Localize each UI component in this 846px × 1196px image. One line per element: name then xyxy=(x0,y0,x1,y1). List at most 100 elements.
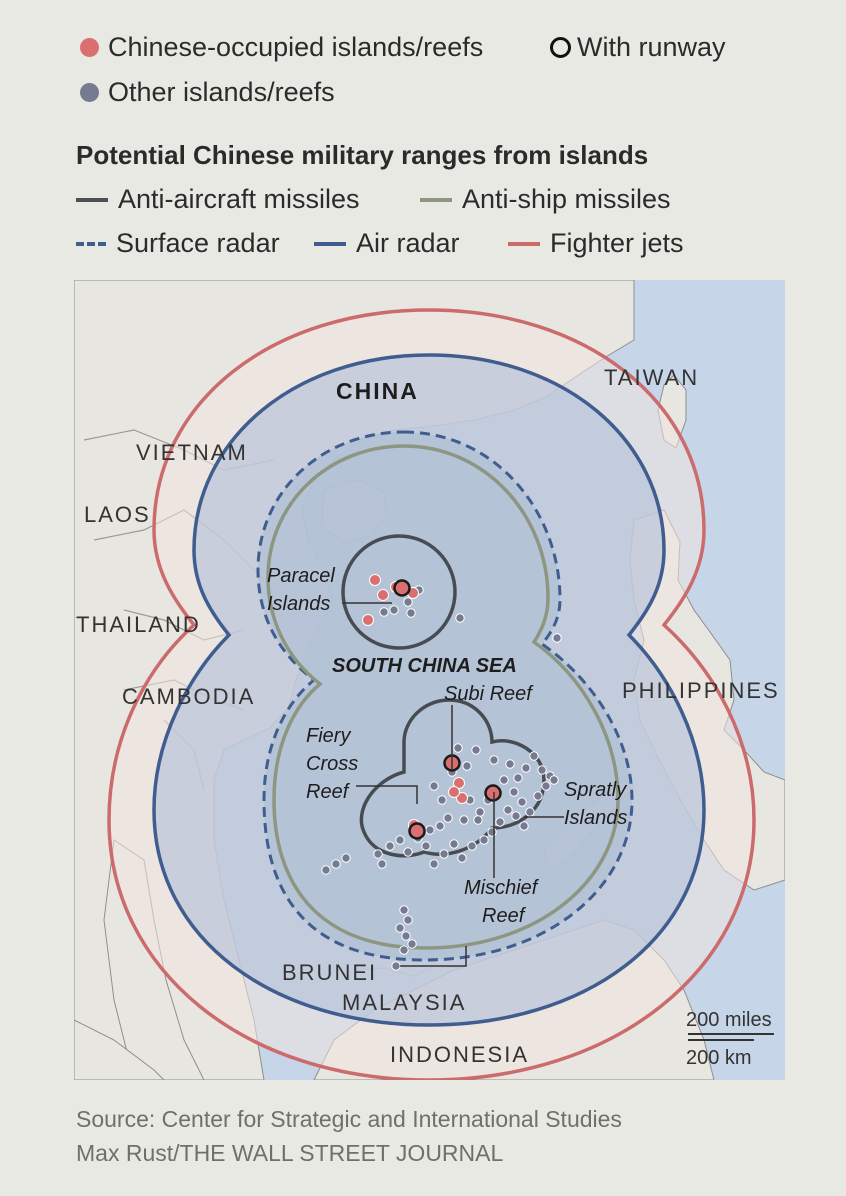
legend-surface-radar: Surface radar xyxy=(76,228,280,259)
chinese-occupied-dot-icon xyxy=(80,38,99,57)
other-island-dot xyxy=(455,613,465,623)
other-island-dot xyxy=(499,775,509,785)
legend-chinese-occupied-label: Chinese-occupied islands/reefs xyxy=(108,32,484,62)
chinese-occupied-dot xyxy=(377,589,389,601)
map-labels: CHINA TAIWAN VIETNAM LAOS THAILAND CAMBO… xyxy=(76,365,780,1067)
other-island-dot xyxy=(533,791,543,801)
label-leaders xyxy=(342,602,564,967)
fiery-label-line1: Fiery xyxy=(306,725,351,747)
legend-surface-radar-label: Surface radar xyxy=(116,228,280,258)
byline: Max Rust/THE WALL STREET JOURNAL xyxy=(76,1140,504,1166)
other-island-dot xyxy=(379,607,389,617)
scale-bar: 200 miles 200 km xyxy=(686,1009,774,1069)
other-island-dot xyxy=(439,849,449,859)
other-island-dot xyxy=(495,817,505,827)
brunei-label: BRUNEI xyxy=(282,960,377,985)
south-china-sea-label: SOUTH CHINA SEA xyxy=(332,655,517,677)
other-island-dot xyxy=(443,813,453,823)
chinese-occupied-dot xyxy=(456,792,468,804)
legend-with-runway: With runway xyxy=(550,32,726,63)
other-island-dot xyxy=(403,915,413,925)
paracel-label-line2: Islands xyxy=(267,593,330,615)
other-island-dot xyxy=(467,841,477,851)
other-island-dot xyxy=(487,827,497,837)
fiery-label-line3: Reef xyxy=(306,781,351,803)
anti-aircraft-line-icon xyxy=(76,197,108,202)
vietnam-label: VIETNAM xyxy=(136,440,248,465)
other-island-dot xyxy=(437,795,447,805)
other-island-dot xyxy=(505,759,515,769)
scale-miles-label: 200 miles xyxy=(686,1009,772,1031)
indonesia-label: INDONESIA xyxy=(390,1042,529,1067)
legend-air-radar-label: Air radar xyxy=(356,228,460,258)
chinese-occupied-dot xyxy=(453,777,465,789)
other-island-dot xyxy=(331,859,341,869)
other-island-dot xyxy=(462,761,472,771)
taiwan-label: TAIWAN xyxy=(604,365,699,390)
legend-air-radar: Air radar xyxy=(314,228,460,259)
thailand-label: THAILAND xyxy=(76,612,201,637)
other-island-dot xyxy=(453,743,463,753)
spratly-label-line2: Islands xyxy=(564,807,627,829)
other-island-dot xyxy=(429,781,439,791)
other-island-dot xyxy=(385,841,395,851)
other-island-dot xyxy=(517,797,527,807)
mischief-label-line2: Reef xyxy=(482,905,527,927)
other-island-dot xyxy=(407,939,417,949)
other-island-dot xyxy=(421,841,431,851)
other-island-dot xyxy=(529,751,539,761)
other-island-dot xyxy=(377,859,387,869)
legend-chinese-occupied: Chinese-occupied islands/reefs xyxy=(80,32,483,63)
runway-reef-marker xyxy=(393,579,411,597)
other-island-dot xyxy=(521,763,531,773)
other-island-dot xyxy=(552,633,562,643)
other-island-dot xyxy=(511,811,521,821)
philippines-label: PHILIPPINES xyxy=(622,678,780,703)
legend-fighter-jets: Fighter jets xyxy=(508,228,684,259)
other-island-dot xyxy=(425,825,435,835)
legend-other-label: Other islands/reefs xyxy=(108,77,335,107)
anti-ship-range xyxy=(266,444,620,950)
other-island-dot xyxy=(457,853,467,863)
source-credit: Source: Center for Strategic and Interna… xyxy=(76,1106,622,1132)
other-island-dot xyxy=(503,805,513,815)
chinese-occupied-dot xyxy=(369,574,381,586)
mischief-label-line1: Mischief xyxy=(464,877,540,899)
legend-anti-aircraft: Anti-aircraft missiles xyxy=(76,184,360,215)
china-label: CHINA xyxy=(336,378,419,404)
other-island-dot xyxy=(401,931,411,941)
legend-with-runway-label: With runway xyxy=(577,32,726,62)
other-island-dot xyxy=(473,815,483,825)
legend-anti-aircraft-label: Anti-aircraft missiles xyxy=(118,184,360,214)
other-island-dot xyxy=(399,905,409,915)
cambodia-label: CAMBODIA xyxy=(122,684,255,709)
other-island-dot xyxy=(475,807,485,817)
air-radar-line-icon xyxy=(314,241,346,246)
other-island-dot xyxy=(395,835,405,845)
other-island-dot xyxy=(509,787,519,797)
other-island-dot xyxy=(513,773,523,783)
other-island-dot xyxy=(471,745,481,755)
runway-ring-icon xyxy=(550,37,571,58)
paracel-label-line1: Paracel xyxy=(267,565,335,587)
other-island-dot xyxy=(519,821,529,831)
anti-ship-line-icon xyxy=(420,197,452,202)
other-island-dot xyxy=(459,815,469,825)
legend-anti-ship-label: Anti-ship missiles xyxy=(462,184,671,214)
other-island-dot xyxy=(479,835,489,845)
other-island-dot xyxy=(341,853,351,863)
other-island-dot xyxy=(537,765,547,775)
other-island-dot xyxy=(373,849,383,859)
chinese-occupied-group xyxy=(362,574,502,840)
spratly-label-line1: Spratly xyxy=(564,779,627,801)
other-island-dot xyxy=(449,839,459,849)
other-island-dot xyxy=(321,865,331,875)
other-island-dot xyxy=(399,945,409,955)
anti-aircraft-range xyxy=(341,534,546,858)
other-island-dot xyxy=(391,961,401,971)
other-island-dot xyxy=(541,781,551,791)
other-island-dot xyxy=(403,597,413,607)
other-island-dot xyxy=(549,775,559,785)
legend-fighter-jets-label: Fighter jets xyxy=(550,228,684,258)
other-islands-group xyxy=(321,585,562,971)
